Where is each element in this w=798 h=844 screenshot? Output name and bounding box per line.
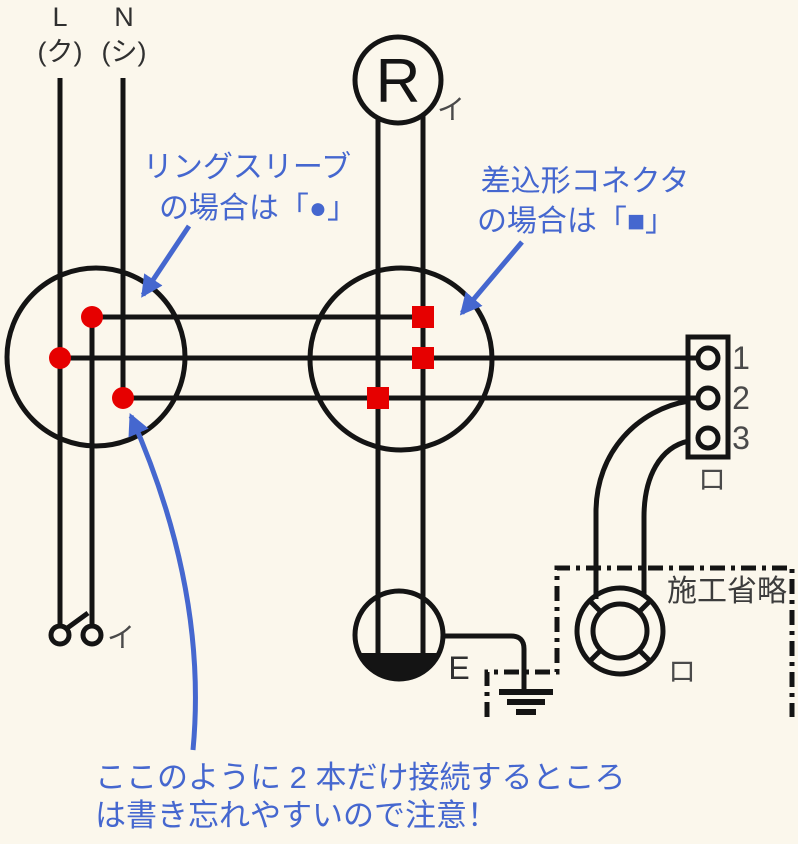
connector-note-line1: 差込形コネクタ <box>481 165 690 198</box>
ring-sleeve-dot-2 <box>49 347 71 369</box>
caution-note-line1: ここのように 2 本だけ接続するところ <box>95 760 625 795</box>
ring-sleeve-note-line1: リングスリーブ <box>143 151 351 184</box>
terminal-block-circuit-label: ロ <box>698 464 726 495</box>
terminal-pin-3-label: 3 <box>732 420 750 456</box>
connector-note-line2: の場合は「■」 <box>477 205 675 238</box>
ceiling-light-spoke-se <box>637 648 652 663</box>
ceiling-light-spoke-ne <box>637 599 652 614</box>
ring-sleeve-dot-1 <box>81 306 103 328</box>
switch-circuit-label: イ <box>107 622 135 653</box>
junction-box-middle <box>307 265 495 453</box>
outlet-earth-label: E <box>448 650 469 686</box>
omission-box-border <box>484 565 795 717</box>
ring-sleeve-note-line2: の場合は「●」 <box>159 192 357 225</box>
ceiling-light-outer-circle <box>574 585 666 677</box>
neutral-wire-sublabel: (シ) <box>102 37 147 67</box>
switch-contact-right <box>80 623 104 647</box>
connector-square-1 <box>412 306 434 328</box>
terminal-pin-1-label: 1 <box>732 340 750 376</box>
connector-square-3 <box>367 387 389 409</box>
ceiling-light-inner-circle <box>590 601 650 661</box>
terminal-1 <box>695 345 721 371</box>
live-wire-label: L <box>52 2 67 32</box>
terminal-block <box>685 334 731 460</box>
ceiling-light-spoke-nw <box>588 599 603 614</box>
ceiling-light-spoke-sw <box>588 648 603 663</box>
lamp-receptacle-circle <box>352 34 444 126</box>
wire-terminal3-to-light <box>641 438 690 597</box>
wire-terminal2-to-light <box>593 398 690 599</box>
live-wire-sublabel: (ク) <box>38 37 83 67</box>
lamp-receptacle-symbol: R <box>376 47 421 116</box>
connector-arrow <box>459 240 524 316</box>
caution-arrow <box>128 412 198 751</box>
switch-contact-left <box>48 623 72 647</box>
terminal-pin-2-label: 2 <box>732 380 750 416</box>
outlet-filled-segment <box>358 653 440 679</box>
junction-box-left <box>4 265 188 449</box>
neutral-wire-label: N <box>114 2 134 32</box>
lamp-receptacle-circuit-label: イ <box>437 94 465 125</box>
terminal-2 <box>695 385 721 411</box>
caution-note-line2: は書き忘れやすいので注意！ <box>95 798 498 833</box>
switch-blade <box>64 610 90 632</box>
ring-sleeve-arrow <box>140 224 192 298</box>
connector-square-2 <box>412 347 434 369</box>
ceiling-light-circuit-label: ロ <box>668 656 696 687</box>
omission-box-label: 施工省略 <box>667 575 787 608</box>
terminal-3 <box>695 425 721 451</box>
ring-sleeve-dot-3 <box>112 387 134 409</box>
earth-wire <box>443 633 527 691</box>
